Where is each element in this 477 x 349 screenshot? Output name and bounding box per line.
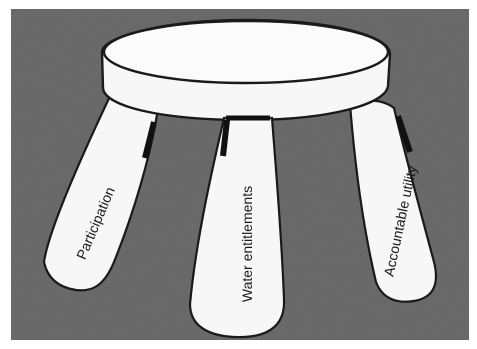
seat-top <box>104 21 388 83</box>
leg-center-joint-mark-side <box>223 120 227 156</box>
leg-label-water-entitlements: Water entitlements <box>239 186 255 302</box>
stool-seat <box>102 20 390 120</box>
